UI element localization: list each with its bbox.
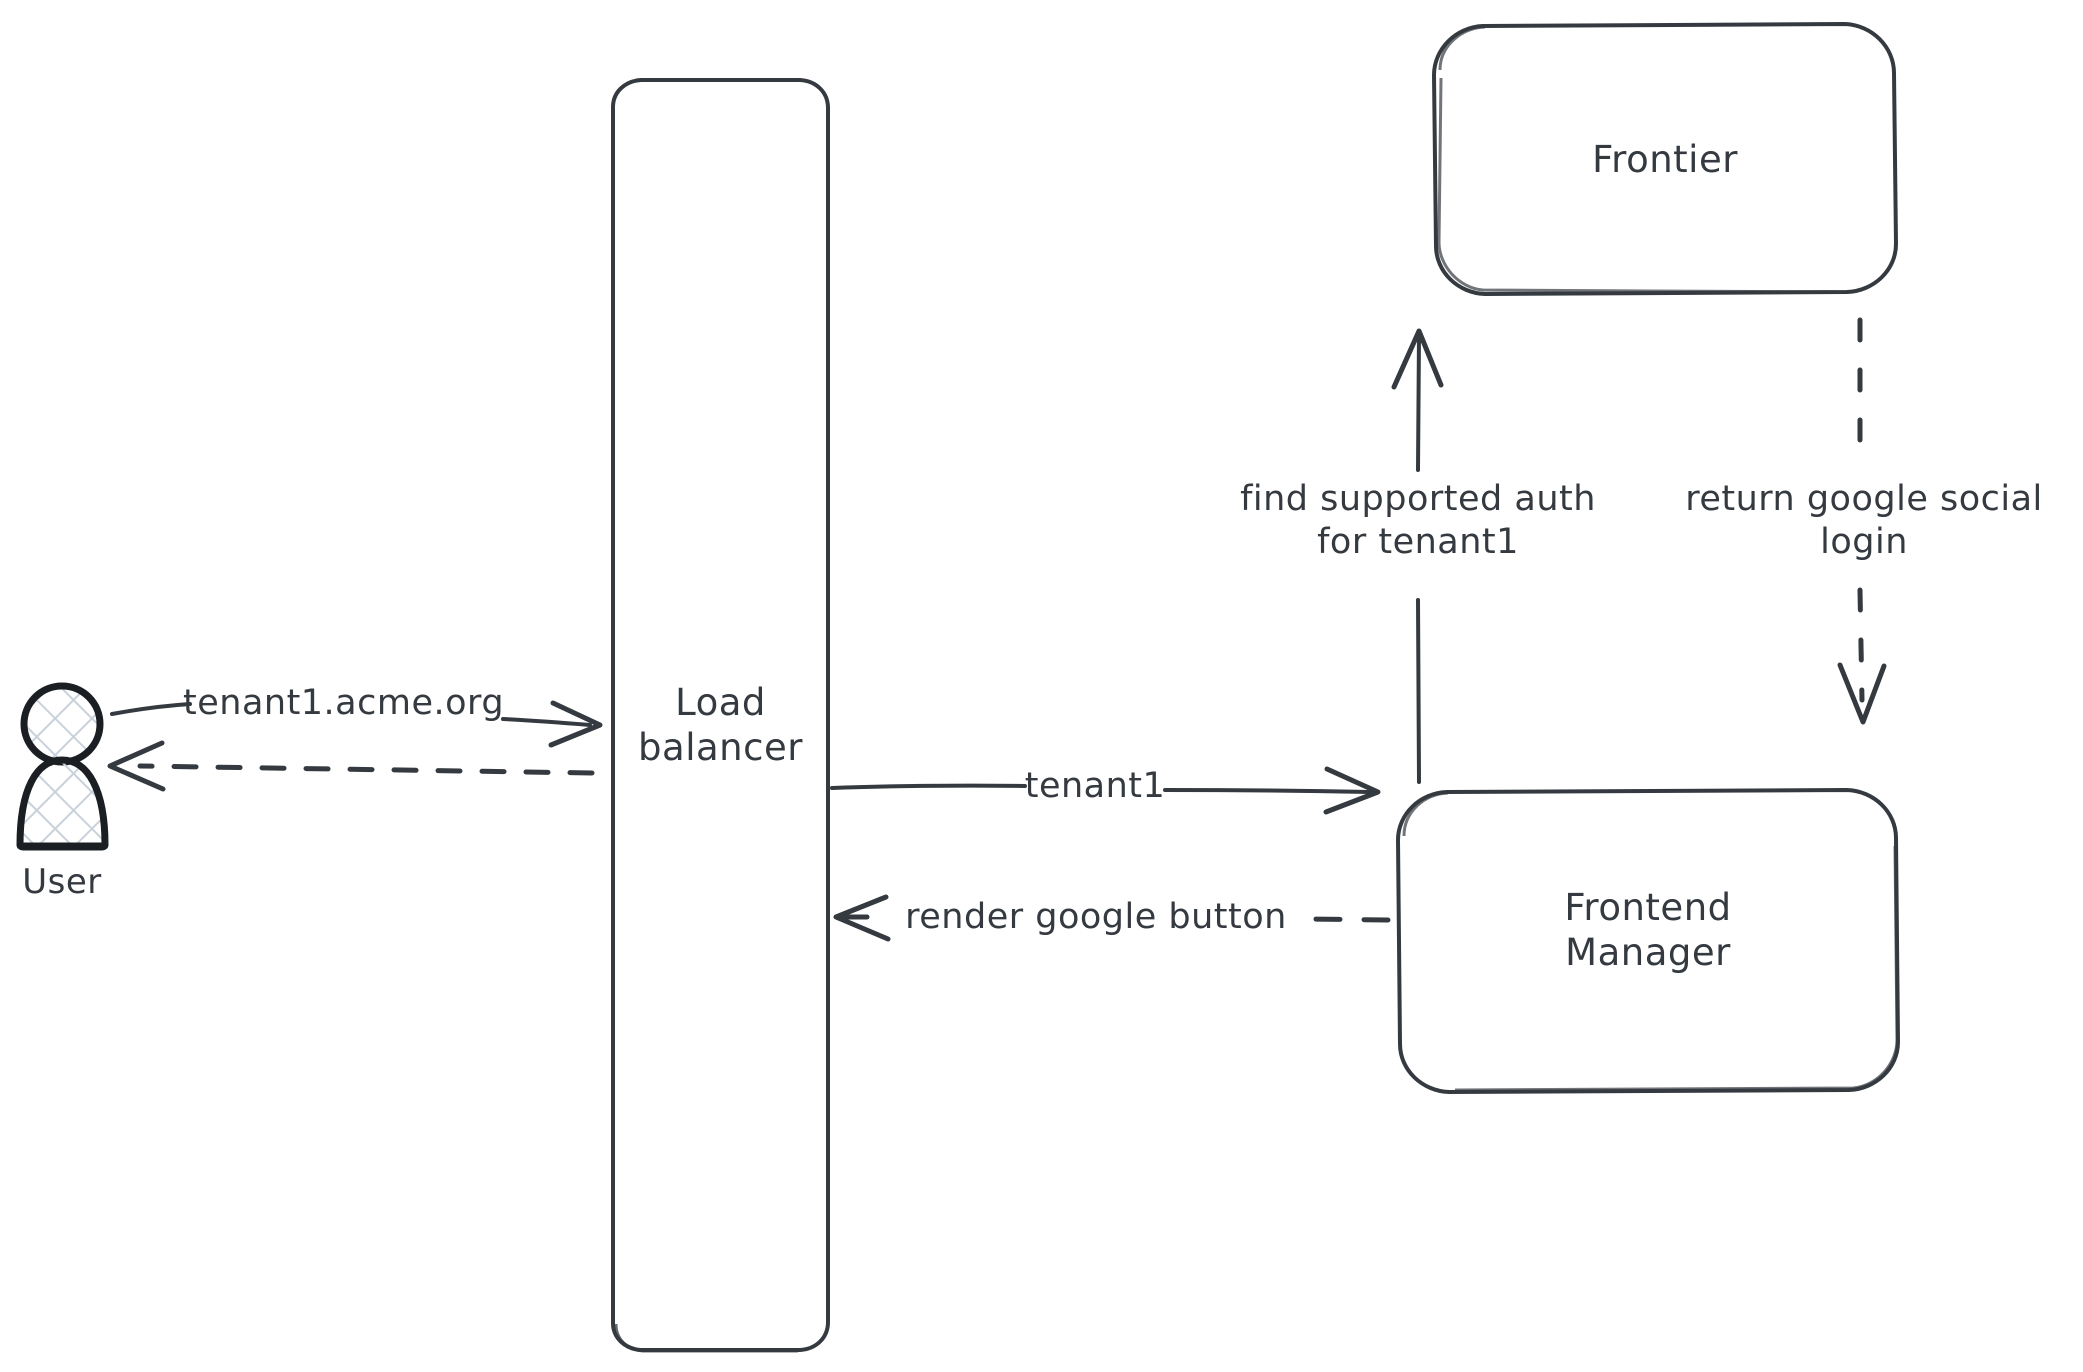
edge-label-tenant-domain: tenant1.acme.org — [183, 683, 505, 723]
edge-label-return-google-social-login-line1: return google social — [1685, 479, 2043, 519]
frontend-manager-label-line1: Frontend — [1564, 886, 1732, 929]
frontend-manager-shape[interactable] — [1396, 788, 1900, 1094]
edge-label-find-supported-auth-line1: find supported auth — [1240, 479, 1596, 519]
load-balancer-label-line2: balancer — [638, 726, 803, 770]
edge-label-render-google-button: render google button — [905, 897, 1287, 937]
edge-label-find-supported-auth-line2: for tenant1 — [1317, 521, 1519, 562]
edge-frontend-manager-to-load-balancer — [833, 894, 1391, 942]
edge-label-tenant1: tenant1 — [1024, 766, 1166, 806]
edge-label-return-google-social-login-line2: login — [1820, 521, 1908, 562]
frontier-label: Frontier — [1592, 138, 1738, 181]
frontend-manager-label-line2: Manager — [1565, 931, 1731, 975]
load-balancer-label-line1: Load — [675, 681, 766, 724]
user-icon — [16, 682, 109, 851]
edge-frontier-to-frontend-manager — [1837, 317, 1887, 725]
edge-load-balancer-to-frontend-manager — [830, 766, 1381, 815]
frontier-shape[interactable] — [1432, 22, 1898, 296]
edge-load-balancer-to-user — [107, 740, 595, 792]
load-balancer-shape[interactable] — [611, 78, 830, 1353]
user-label: User — [22, 862, 102, 902]
edge-user-to-load-balancer — [110, 700, 603, 748]
edge-frontend-manager-to-frontier — [1391, 328, 1444, 784]
